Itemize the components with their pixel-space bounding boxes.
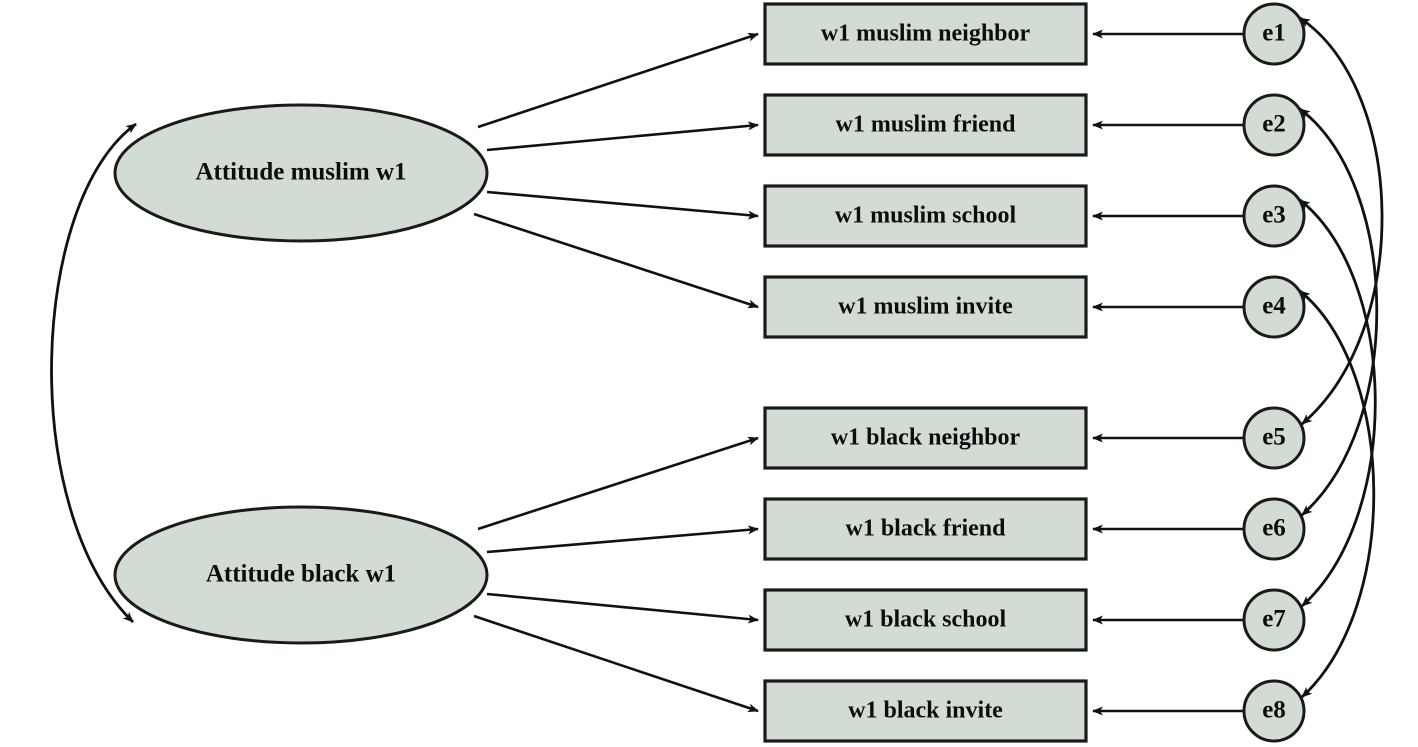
error-label-e6: e6 bbox=[1262, 515, 1286, 542]
indicator-label-w1_muslim_neighbor: w1 muslim neighbor bbox=[821, 21, 1031, 47]
error-label-e8: e8 bbox=[1262, 697, 1286, 724]
loading-arrow-attitude_black_w1-to-w1_black_invite[interactable] bbox=[473, 614, 759, 713]
error-circle-e6[interactable] bbox=[1242, 497, 1306, 561]
latent-ellipse-attitude_muslim_w1[interactable] bbox=[113, 103, 489, 243]
indicator-nodes-group: w1 muslim neighbor w1 muslim friend w1 mus… bbox=[763, 2, 1088, 743]
covariance-arrow-e3-e7[interactable] bbox=[1299, 198, 1377, 608]
indicator-box-w1_muslim_school[interactable] bbox=[763, 184, 1088, 248]
error-edges-group bbox=[1092, 29, 1244, 716]
error-circle-e5[interactable] bbox=[1242, 406, 1306, 470]
error-circle-e4[interactable] bbox=[1242, 275, 1306, 339]
error-label-e5: e5 bbox=[1262, 424, 1286, 451]
error-node-e1[interactable]: e1 bbox=[1242, 2, 1306, 66]
loading-arrow-attitude_black_w1-to-w1_black_friend[interactable] bbox=[486, 525, 759, 554]
indicator-label-w1_black_school: w1 black school bbox=[845, 607, 1007, 633]
indicator-box-w1_black_school[interactable] bbox=[763, 588, 1088, 652]
error-node-e5[interactable]: e5 bbox=[1242, 406, 1306, 470]
error-node-e4[interactable]: e4 bbox=[1242, 275, 1306, 339]
indicator-box-w1_black_neighbor[interactable] bbox=[763, 406, 1088, 470]
error-node-e6[interactable]: e6 bbox=[1242, 497, 1306, 561]
indicator-node-w1_muslim_neighbor[interactable]: w1 muslim neighbor bbox=[763, 2, 1088, 66]
error-circle-e7[interactable] bbox=[1242, 588, 1306, 652]
indicator-label-w1_black_neighbor: w1 black neighbor bbox=[831, 425, 1021, 451]
error-node-e7[interactable]: e7 bbox=[1242, 588, 1306, 652]
latent-label-attitude_muslim_w1: Attitude muslim w1 bbox=[195, 159, 406, 186]
error-circle-e3[interactable] bbox=[1242, 184, 1306, 248]
indicator-node-w1_black_school[interactable]: w1 black school bbox=[763, 588, 1088, 652]
error-label-e7: e7 bbox=[1262, 606, 1286, 633]
error-label-e2: e2 bbox=[1262, 111, 1286, 138]
loading-arrow-attitude_black_w1-to-w1_black_school[interactable] bbox=[486, 592, 759, 624]
latent-node-attitude_muslim_w1[interactable]: Attitude muslim w1 bbox=[113, 103, 489, 243]
loading-arrow-attitude_muslim_w1-to-w1_muslim_invite[interactable] bbox=[473, 212, 759, 309]
loading-arrow-attitude_muslim_w1-to-w1_muslim_friend[interactable] bbox=[486, 121, 759, 152]
error-label-e1: e1 bbox=[1262, 20, 1286, 47]
covariance-arrow-e1-e5[interactable] bbox=[1299, 16, 1384, 426]
error-node-e3[interactable]: e3 bbox=[1242, 184, 1306, 248]
latent-node-attitude_black_w1[interactable]: Attitude black w1 bbox=[113, 505, 489, 645]
loading-arrow-attitude_black_w1-to-w1_black_neighbor[interactable] bbox=[477, 436, 759, 531]
error-circle-e1[interactable] bbox=[1242, 2, 1306, 66]
error-label-e3: e3 bbox=[1262, 202, 1286, 229]
indicator-node-w1_muslim_school[interactable]: w1 muslim school bbox=[763, 184, 1088, 248]
error-node-e8[interactable]: e8 bbox=[1242, 679, 1306, 743]
covariance-arrow-e4-e8[interactable] bbox=[1299, 289, 1376, 699]
indicator-label-w1_muslim_friend: w1 muslim friend bbox=[836, 112, 1017, 138]
loading-edges-group bbox=[473, 32, 759, 713]
error-label-e4: e4 bbox=[1262, 293, 1286, 320]
indicator-box-w1_black_friend[interactable] bbox=[763, 497, 1088, 561]
latent-ellipse-attitude_black_w1[interactable] bbox=[113, 505, 489, 645]
error-circle-e8[interactable] bbox=[1242, 679, 1306, 743]
indicator-label-w1_muslim_school: w1 muslim school bbox=[835, 203, 1017, 229]
covariance-edges-group bbox=[50, 16, 1384, 699]
error-nodes-group: e1 e2 e3 e4 e5 e6 e7 e8 bbox=[1242, 2, 1306, 743]
indicator-node-w1_black_invite[interactable]: w1 black invite bbox=[763, 679, 1088, 743]
covariance-arrow-attitude_muslim_w1-attitude_black_w1[interactable] bbox=[50, 122, 137, 624]
indicator-node-w1_muslim_friend[interactable]: w1 muslim friend bbox=[763, 93, 1088, 157]
latent-nodes-group: Attitude muslim w1 Attitude black w1 bbox=[113, 103, 489, 645]
latent-label-attitude_black_w1: Attitude black w1 bbox=[206, 561, 396, 588]
error-circle-e2[interactable] bbox=[1242, 93, 1306, 157]
indicator-node-w1_muslim_invite[interactable]: w1 muslim invite bbox=[763, 275, 1088, 339]
covariance-arrow-e2-e6[interactable] bbox=[1299, 107, 1379, 517]
indicator-box-w1_muslim_invite[interactable] bbox=[763, 275, 1088, 339]
indicator-node-w1_black_neighbor[interactable]: w1 black neighbor bbox=[763, 406, 1088, 470]
error-node-e2[interactable]: e2 bbox=[1242, 93, 1306, 157]
loading-arrow-attitude_muslim_w1-to-w1_muslim_neighbor[interactable] bbox=[477, 32, 759, 129]
indicator-label-w1_muslim_invite: w1 muslim invite bbox=[838, 294, 1013, 320]
indicator-box-w1_muslim_friend[interactable] bbox=[763, 93, 1088, 157]
loading-arrow-attitude_muslim_w1-to-w1_muslim_school[interactable] bbox=[486, 190, 759, 220]
indicator-label-w1_black_invite: w1 black invite bbox=[848, 698, 1003, 724]
indicator-label-w1_black_friend: w1 black friend bbox=[845, 516, 1006, 542]
indicator-node-w1_black_friend[interactable]: w1 black friend bbox=[763, 497, 1088, 561]
indicator-box-w1_muslim_neighbor[interactable] bbox=[763, 2, 1088, 66]
indicator-box-w1_black_invite[interactable] bbox=[763, 679, 1088, 743]
